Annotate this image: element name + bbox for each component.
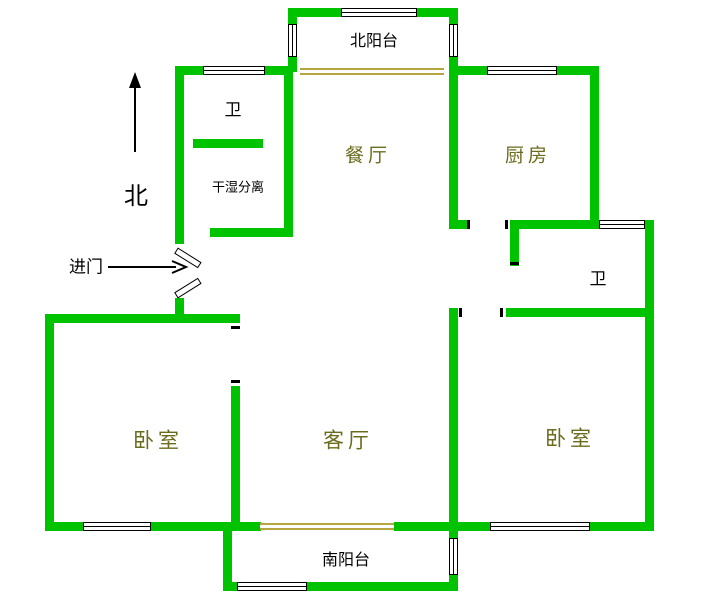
label-north: 北: [124, 183, 148, 210]
wall-entry-hall-left: [175, 66, 184, 244]
wall-bedroom-right-left: [449, 308, 458, 531]
door-frame-tick: [467, 220, 470, 229]
wall-right-outer: [645, 220, 654, 531]
north-arrow-icon: [129, 72, 141, 152]
label-entrance: 进门: [69, 257, 103, 277]
door-frame-tick: [500, 308, 503, 317]
label-bath-top: 卫: [224, 100, 242, 120]
door-frame-tick: [459, 308, 462, 317]
wall-bedroom-left-right: [231, 386, 240, 531]
wall-kitchen-bottom-b: [510, 220, 599, 229]
label-dry-wet-separation: 干湿分离: [211, 179, 265, 195]
wall-bedroom-left-left: [45, 314, 54, 531]
entrance-arrow-icon: [108, 260, 189, 274]
room-label-dining: 餐厅: [344, 145, 392, 167]
window: [490, 522, 590, 531]
door-frame-tick: [510, 262, 519, 265]
wall-living-bottom-b: [394, 522, 460, 531]
wall-south-balcony-bottom: [223, 582, 458, 591]
label-bath-right: 卫: [589, 269, 607, 289]
wall-bedroom-left-top: [45, 314, 240, 323]
room-label-kitchen: 厨房: [504, 145, 552, 167]
wall-bath-right-stub: [510, 220, 519, 266]
wall-kitchen-right: [590, 66, 599, 229]
wall-kitchen-left: [449, 66, 458, 229]
window: [449, 24, 458, 57]
wall-living-bottom-a: [231, 522, 261, 531]
window: [237, 582, 307, 591]
room-label-bedroom-left: 卧室: [133, 429, 183, 453]
window: [83, 522, 151, 531]
window: [599, 220, 645, 229]
room-label-living: 客厅: [323, 429, 373, 453]
door-frame-tick: [505, 220, 508, 229]
window: [449, 538, 458, 575]
wall-bath-right-bottom: [506, 308, 654, 317]
sliding-door-north-balcony: [300, 68, 444, 75]
label-north-balcony: 北阳台: [349, 33, 399, 50]
entry-door-icon: [174, 277, 202, 299]
window: [203, 66, 265, 75]
wall-kitchen-bottom-a: [449, 220, 467, 229]
wall-bath-top-bottom: [210, 228, 293, 237]
wall-south-balcony-left: [223, 530, 232, 591]
door-frame-tick: [231, 326, 240, 329]
window: [487, 66, 557, 75]
window: [288, 24, 297, 57]
sliding-door-south-balcony: [260, 523, 394, 530]
room-label-bedroom-right: 卧室: [545, 427, 595, 451]
window: [341, 8, 417, 17]
door-frame-tick: [231, 380, 240, 383]
wall-bath-top-right: [284, 66, 293, 237]
wall-bath-divider: [193, 139, 263, 148]
label-south-balcony: 南阳台: [321, 552, 371, 569]
wall-entry-hall-left-lower: [175, 298, 184, 323]
